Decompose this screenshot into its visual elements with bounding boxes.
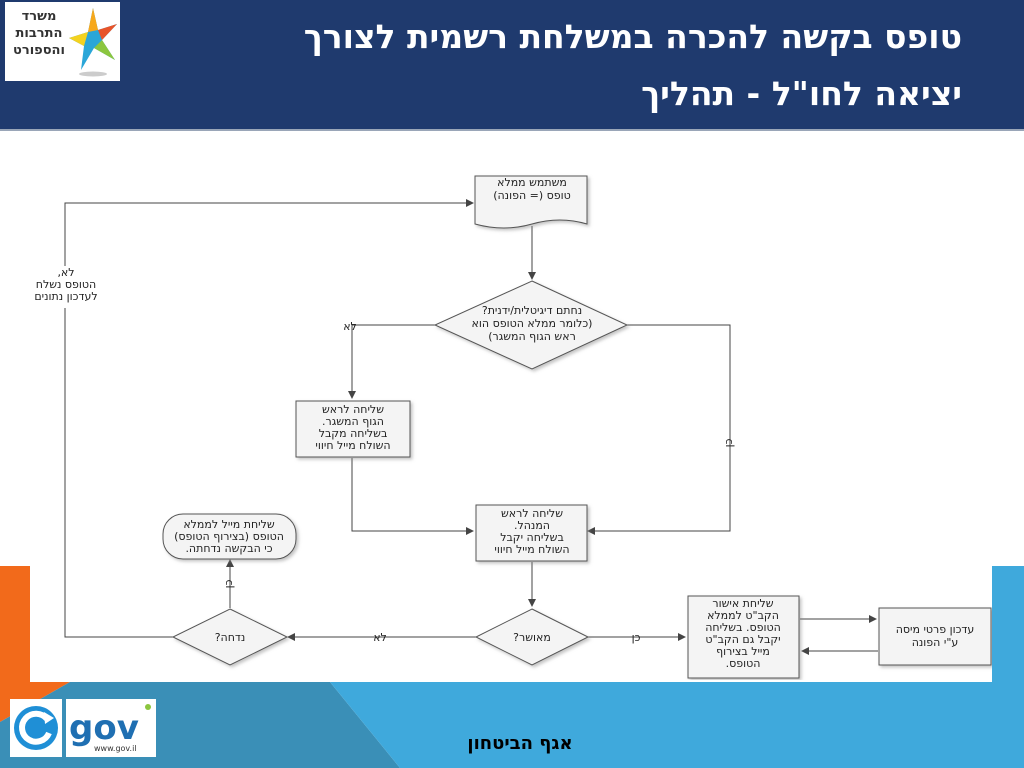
page-title: טופס בקשה להכרה במשלחת רשמית לצורך יציאה… [122, 8, 962, 122]
send-head-body-line-2: הגוף המשגר. [322, 415, 384, 428]
flowchart-svg: משתמש ממלא טופס (= הפונה) נחתם דיגיטלית/… [30, 175, 992, 679]
gov-logo-text: gov [69, 708, 139, 748]
connector-signed-yes [587, 324, 731, 535]
ministry-logo-line-2: התרבות [15, 26, 63, 41]
approval-send-line-4: יקבל גם הקב"ט [705, 633, 780, 646]
flow-connectors [64, 199, 878, 655]
loop-back-line-1: לא, [57, 266, 74, 279]
decision-signed-line-1: נחתם דיגיטלית/ידנית? [482, 304, 582, 317]
decision-rejected-node [171, 608, 289, 666]
label-yes-right: כן [722, 438, 735, 447]
decision-approved-label: מאושר? [513, 631, 551, 644]
start-document-node [474, 175, 588, 229]
loop-back-label-bg [30, 266, 102, 308]
decision-signed-line-2: (כלומר ממלא הטופס הוא [472, 317, 593, 330]
label-yes-up: כן [222, 579, 235, 588]
header-bar: משרד התרבות והספורט טופס בקשה להכרה במשל… [0, 0, 1024, 131]
approval-send-node [687, 595, 800, 679]
reject-mail-line-1: שליחת מייל לממלא [183, 518, 275, 531]
label-no-bottom: לא [373, 631, 387, 644]
footer-blue-strip [992, 566, 1024, 684]
ministry-logo-line-3: והספורט [13, 43, 65, 58]
start-document-line-1: משתמש ממלא [497, 176, 567, 189]
send-manager-line-1: שליחה לראש [501, 507, 563, 520]
approval-send-line-1: שליחת אישור [712, 597, 773, 610]
footer-orange-strip [0, 566, 30, 684]
decision-rejected-label: נדחה? [215, 631, 246, 644]
decision-signed-node [433, 280, 629, 370]
update-details-line-1: עדכון פרטי מיסה [896, 623, 975, 636]
send-manager-node [475, 504, 588, 562]
loop-back-line-2: הטופס נשלח [36, 278, 96, 291]
send-head-body-line-3: בשליחה מקבל [319, 427, 388, 440]
ministry-logo-line-1: משרד [21, 9, 57, 24]
reject-mail-node [162, 513, 297, 560]
approval-send-line-5: מייל בצירוף [716, 645, 770, 658]
page-title-line-2: יציאה לחו"ל - תהליך [641, 74, 962, 113]
connector-rejected-no-loop [64, 199, 474, 638]
send-head-body-line-1: שליחה לראש [322, 403, 384, 416]
ministry-star-icon [69, 8, 117, 77]
send-head-body-node [295, 400, 411, 458]
label-no-left: לא [343, 320, 357, 333]
approval-send-line-2: הקב"ט לממלא [707, 609, 779, 622]
gov-logo-url: www.gov.il [94, 744, 137, 753]
send-manager-line-2: המנהל. [514, 519, 550, 532]
update-details-node [878, 607, 992, 666]
start-document-line-2: טופס (= הפונה) [493, 189, 571, 202]
ministry-logo-text: משרד התרבות והספורט [9, 8, 69, 59]
page-title-line-1: טופס בקשה להכרה במשלחת רשמית לצורך [303, 17, 962, 56]
send-manager-line-4: השולח מייל חיווי [494, 543, 569, 556]
gov-logo-icon: gov www.gov.il [10, 699, 156, 757]
approval-send-line-3: הטופס. בשליחה [705, 621, 781, 634]
connector-signed-no [348, 324, 435, 399]
gov-logo[interactable]: gov www.gov.il [10, 699, 156, 757]
approval-send-line-6: הטופס. [726, 657, 761, 670]
loop-back-line-3: לעדכון נתונים [34, 290, 97, 303]
label-yes-bottom: כן [632, 631, 641, 644]
send-manager-line-3: בשליחה יקבל [500, 531, 564, 544]
connector-headbody-to-manager [351, 458, 474, 535]
reject-mail-line-3: כי הבקשה נדחתה. [185, 542, 272, 555]
decision-signed-line-3: ראש הגוף המשגר) [488, 330, 576, 343]
send-head-body-line-4: השולח מייל חיווי [315, 439, 390, 452]
ministry-logo: משרד התרבות והספורט [5, 2, 120, 81]
footer-department-label: אגף הביטחון [467, 733, 573, 754]
reject-mail-line-2: הטופס (בצירוף הטופס) [174, 530, 284, 543]
update-details-line-2: ע"י הפונה [912, 636, 959, 649]
process-flowchart: משתמש ממלא טופס (= הפונה) נחתם דיגיטלית/… [30, 140, 992, 680]
decision-approved-node [474, 608, 590, 666]
